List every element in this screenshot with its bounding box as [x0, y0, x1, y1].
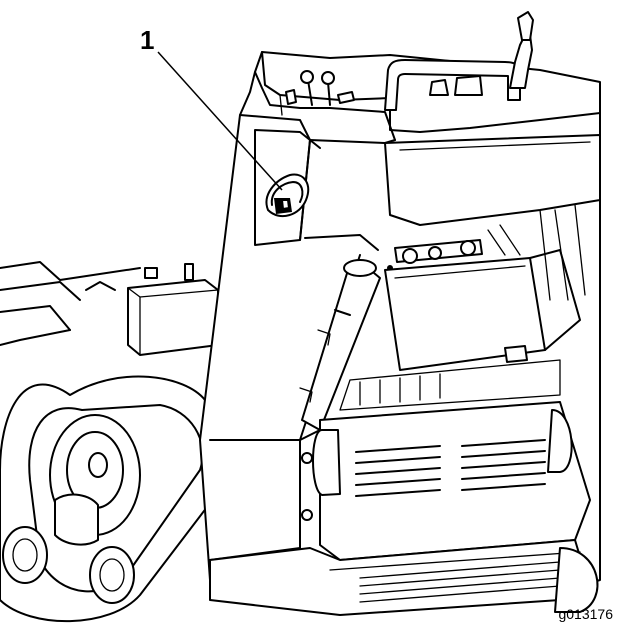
- grille-slots: [355, 439, 546, 497]
- callout-number: 1: [140, 25, 155, 55]
- lift-cylinder: [299, 259, 381, 431]
- engine-hood: [339, 249, 581, 411]
- figure-code: g013176: [558, 606, 613, 622]
- track-wheel-assembly: [0, 375, 229, 623]
- callout-leader-line: [157, 51, 283, 191]
- linkage-bar: [387, 239, 483, 271]
- control-levers: [285, 70, 355, 106]
- handlebar: [384, 11, 534, 111]
- grille-panel: [301, 401, 591, 561]
- right-frame-struts: [487, 204, 586, 301]
- bottom-chassis: [209, 539, 599, 616]
- engine-housing: [0, 261, 219, 356]
